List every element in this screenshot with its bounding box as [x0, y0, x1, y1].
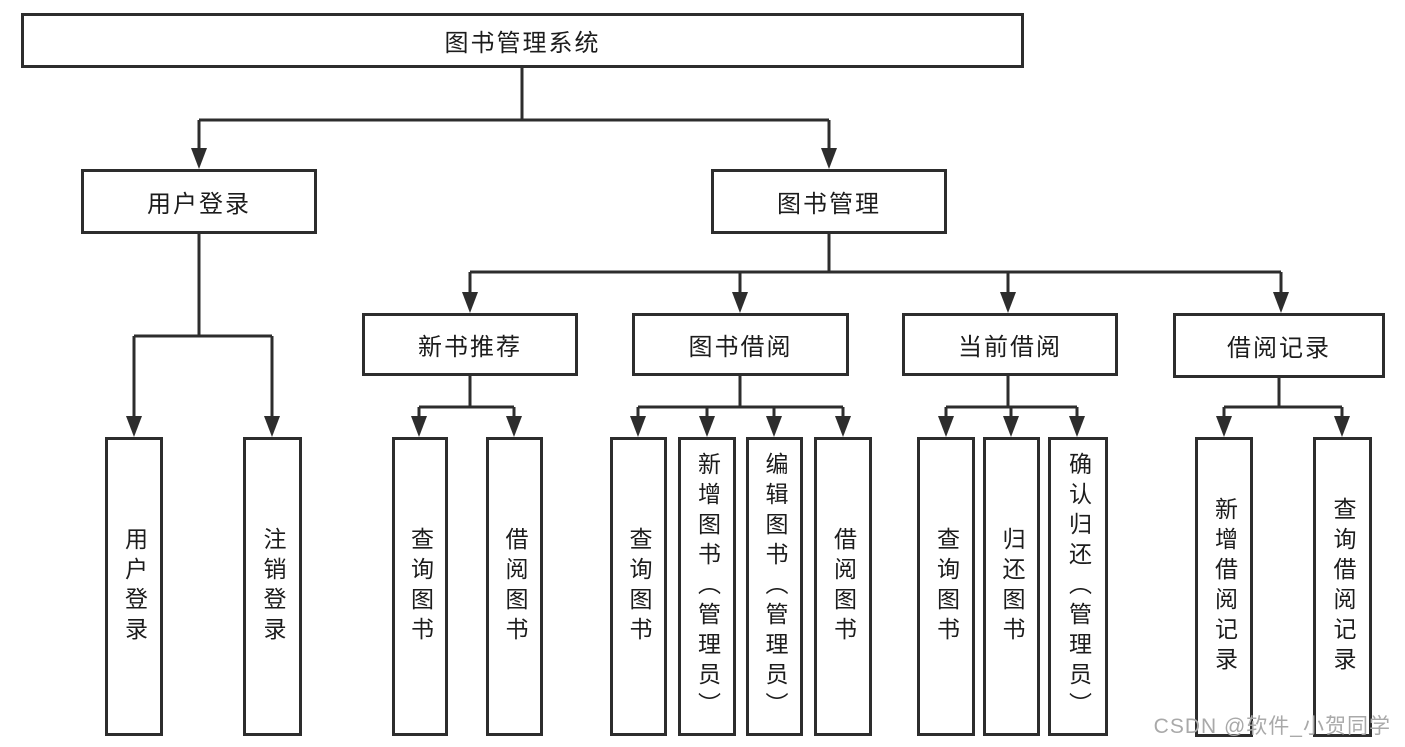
node-leaf-add-books-admin: 新增图书（管理员） [678, 437, 736, 736]
node-leaf-query-books-3: 查询图书 [917, 437, 975, 736]
node-leaf-confirm-return-admin: 确认归还（管理员） [1048, 437, 1108, 736]
edge-book-management-to-level3 [468, 234, 1283, 294]
csdn-watermark: CSDN @软件_小贺同学 [1153, 715, 1391, 738]
edge-new-book-recommend-to-leaves [417, 376, 516, 418]
node-new-book-recommend: 新书推荐 [362, 313, 578, 376]
node-leaf-add-borrow-record: 新增借阅记录 [1195, 437, 1253, 737]
edge-borrowing-records-to-leaves [1222, 376, 1344, 418]
node-user-login: 用户登录 [81, 169, 317, 234]
node-leaf-query-borrow-record: 查询借阅记录 [1313, 437, 1372, 737]
node-leaf-borrow-books-1: 借阅图书 [486, 437, 543, 736]
node-leaf-query-books-2: 查询图书 [610, 437, 667, 736]
edge-root-to-level2 [197, 68, 831, 150]
node-current-borrowing: 当前借阅 [902, 313, 1118, 376]
edge-user-login-to-leaves [132, 234, 274, 418]
edge-book-borrowing-to-leaves [636, 376, 845, 418]
arrowheads [126, 148, 1350, 437]
edge-current-borrowing-to-leaves [944, 376, 1079, 418]
node-borrowing-records: 借阅记录 [1173, 313, 1385, 378]
node-leaf-query-books-1: 查询图书 [392, 437, 448, 736]
node-book-management: 图书管理 [711, 169, 947, 234]
node-leaf-return-books: 归还图书 [983, 437, 1040, 736]
node-book-borrowing: 图书借阅 [632, 313, 849, 376]
node-leaf-borrow-books-2: 借阅图书 [814, 437, 872, 736]
node-root: 图书管理系统 [21, 13, 1024, 68]
node-leaf-logout: 注销登录 [243, 437, 302, 736]
node-leaf-edit-books-admin: 编辑图书（管理员） [746, 437, 803, 736]
node-leaf-user-login: 用户登录 [105, 437, 163, 736]
